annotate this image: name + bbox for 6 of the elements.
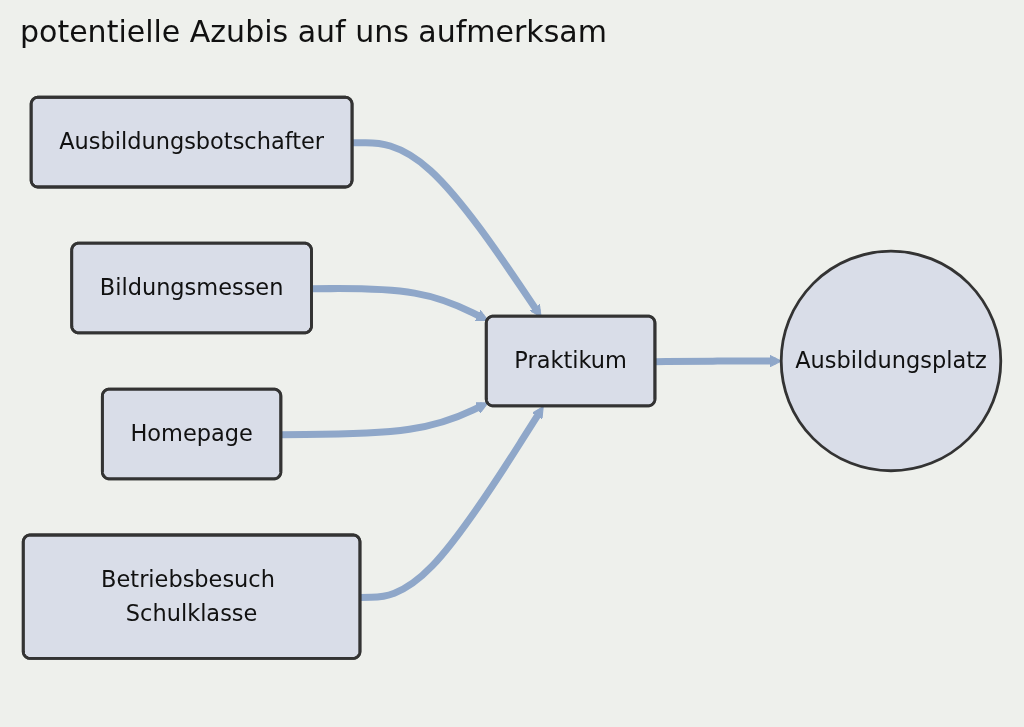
arrow bbox=[655, 355, 782, 368]
node-circle: Ausbildungsplatz bbox=[779, 249, 1003, 473]
arrow bbox=[312, 285, 489, 322]
arrow bbox=[360, 406, 544, 602]
title: potentielle Azubis auf uns aufmerksam bbox=[19, 13, 608, 51]
arrow bbox=[281, 402, 489, 439]
